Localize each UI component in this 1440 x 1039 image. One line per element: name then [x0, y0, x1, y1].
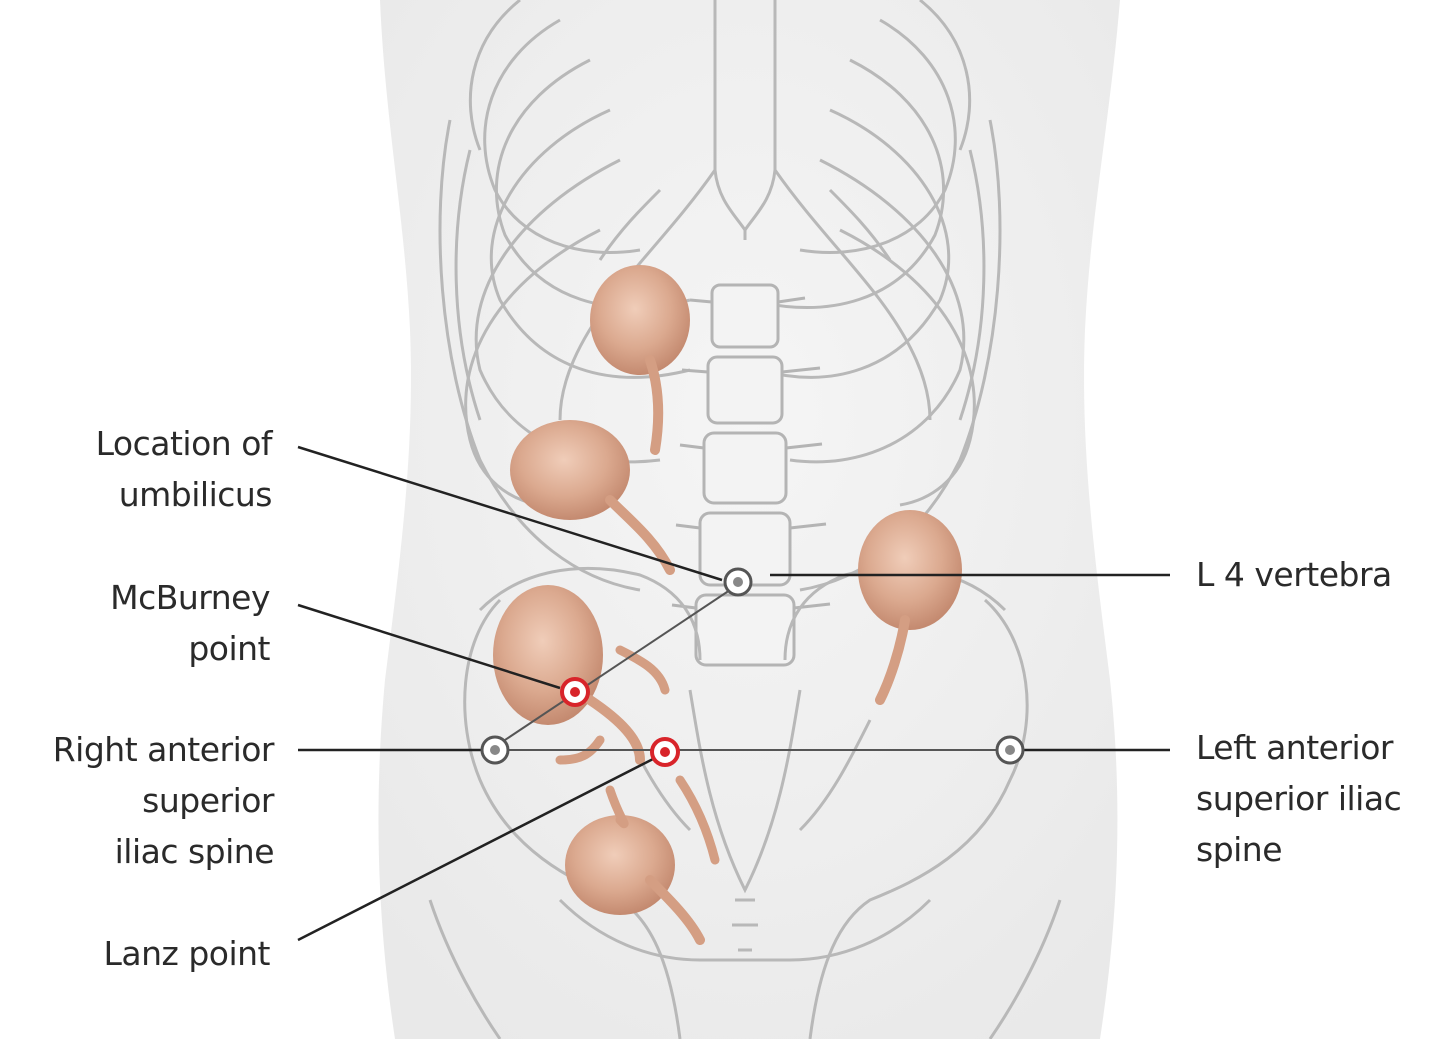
label-line: Left anterior [1196, 728, 1393, 767]
caecum-position-5 [858, 510, 962, 705]
leader-lanz [297, 756, 656, 942]
label-lanz-point: Lanz point [104, 928, 271, 979]
label-right-anterior-superior-iliac-spine: Right anterior superior iliac spine [52, 724, 275, 877]
label-line: Location of [95, 424, 273, 463]
label-line: point [188, 629, 270, 668]
pelvis [428, 566, 1062, 1039]
spinoumbilical-line [501, 589, 731, 743]
marker-mcburney-point [560, 677, 590, 707]
caecum-position-1 [590, 265, 690, 455]
label-mcburney-point: McBurney point [110, 572, 270, 674]
label-line: Lanz point [103, 934, 271, 973]
label-line: L 4 vertebra [1196, 555, 1392, 594]
label-line: iliac spine [114, 832, 275, 871]
label-line: spine [1196, 830, 1283, 869]
marker-umbilicus [723, 567, 753, 597]
leader-lines [297, 445, 1170, 942]
marker-lanz-point [650, 737, 680, 767]
label-line: umbilicus [118, 475, 273, 514]
label-left-anterior-superior-iliac-spine: Left anterior superior iliac spine [1196, 722, 1402, 875]
caecum-position-4 [565, 775, 720, 945]
label-line: Right anterior [52, 730, 275, 769]
leader-mcburney [297, 603, 561, 690]
label-l4-vertebra: L 4 vertebra [1196, 549, 1392, 600]
label-line: superior iliac [1196, 779, 1402, 818]
leader-umbilicus [297, 445, 723, 582]
lumbar-spine [671, 283, 831, 667]
label-line: McBurney [110, 578, 270, 617]
marker-left-asis [995, 735, 1025, 765]
marker-right-asis [480, 735, 510, 765]
label-location-of-umbilicus: Location of umbilicus [95, 418, 273, 520]
label-line: superior [142, 781, 274, 820]
